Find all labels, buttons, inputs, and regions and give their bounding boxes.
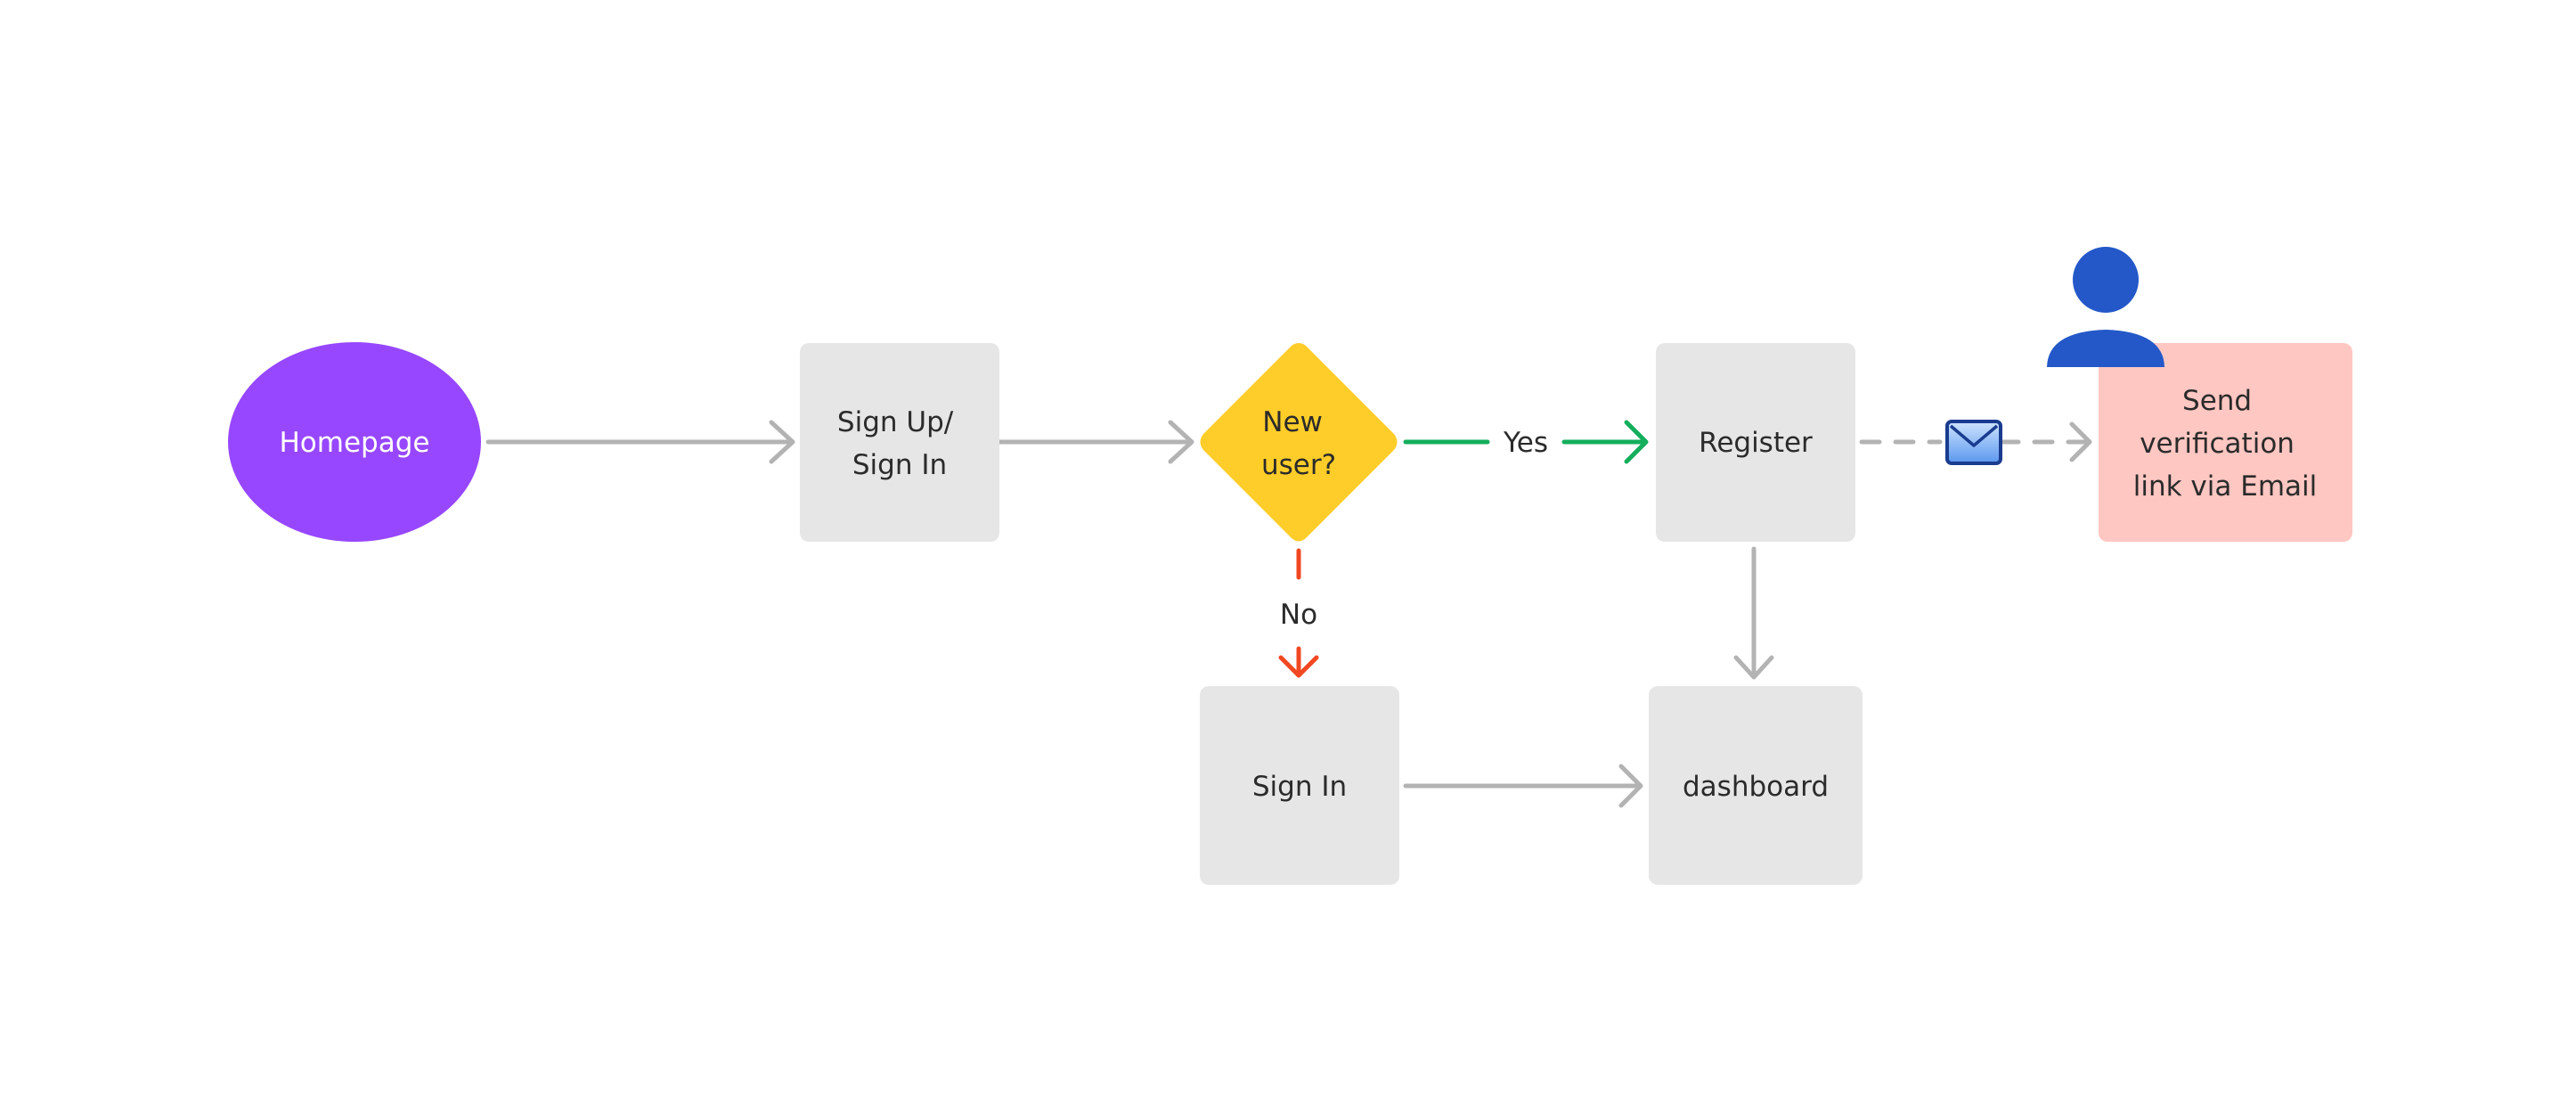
edge-signin-to-dashboard [1403,764,1643,808]
node-sign-in[interactable]: Sign In [1200,686,1399,885]
node-send-verification[interactable]: Send verification link via Email [2099,343,2352,542]
sign-in-label: Sign In [1252,771,1347,803]
yes-edge-label: Yes [1503,427,1548,459]
dashboard-label: dashboard [1683,771,1829,803]
node-dashboard[interactable]: dashboard [1649,686,1863,885]
node-register[interactable]: Register [1656,343,1855,542]
send-verification-line-1: Send [2182,385,2252,417]
new-user-label-line-2: user? [1261,449,1336,481]
new-user-label-line-1: New [1262,406,1323,438]
signup-signin-label-line-2: Sign In [852,449,947,481]
edge-yes-to-register [1403,420,1649,464]
user-icon [2047,247,2164,367]
node-signup-signin[interactable]: Sign Up/ Sign In [800,343,999,542]
edge-homepage-to-signup [485,420,795,464]
signup-signin-label: Sign Up/ Sign In [837,406,962,481]
envelope-icon [1945,420,2002,465]
edge-register-to-verification [1859,421,2092,462]
no-edge-label: No [1280,599,1317,631]
send-verification-line-2: verification [2140,428,2295,460]
edge-no-to-signin [1278,548,1319,678]
edge-signup-to-decision [997,420,1194,464]
homepage-label: Homepage [280,427,430,459]
node-new-user-decision[interactable]: New user? [1200,343,1398,542]
edge-register-to-dashboard [1733,546,1774,680]
signup-signin-label-line-1: Sign Up/ [837,406,954,438]
register-label: Register [1699,427,1813,459]
new-user-label: New user? [1261,406,1336,481]
connectors [485,420,2092,808]
send-verification-label: Send verification link via Email [2133,385,2318,503]
node-homepage[interactable]: Homepage [228,342,481,542]
send-verification-line-3: link via Email [2133,470,2318,503]
